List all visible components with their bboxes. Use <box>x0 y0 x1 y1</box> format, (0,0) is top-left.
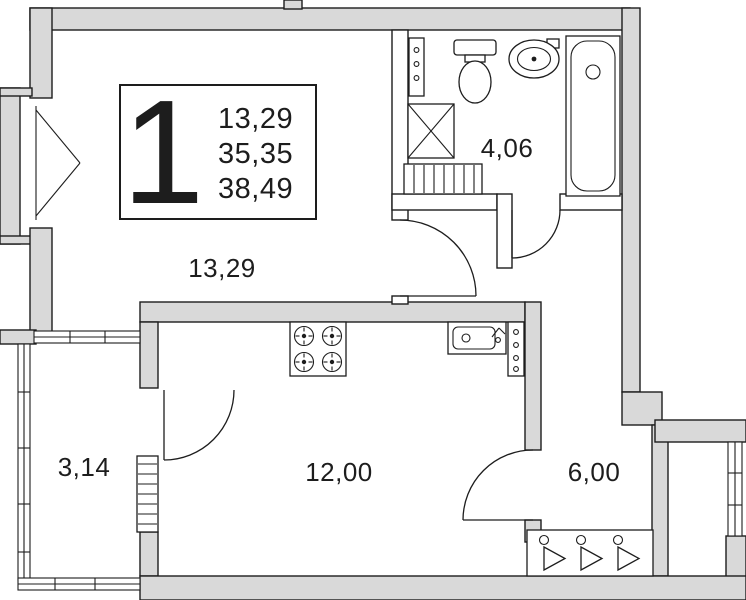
wall-bottom <box>139 575 746 600</box>
area-value-1: 13,29 <box>218 103 293 135</box>
wall-right <box>621 7 641 393</box>
wall-left-upper <box>29 7 53 99</box>
window-balcony-bottom <box>17 577 141 591</box>
upper-balcony-opening-marker <box>35 106 81 220</box>
towel-rail <box>408 37 425 97</box>
wall-upper-balcony-outer <box>0 87 21 245</box>
wall-ext-top-right <box>654 419 746 443</box>
wall-top <box>29 7 631 31</box>
burner-icon <box>293 325 315 347</box>
room-count: 1 <box>122 70 204 235</box>
washing-machine <box>407 103 455 159</box>
wall-balcony-kitchen-upper <box>139 321 159 389</box>
balcony-wall-radiator <box>136 455 159 533</box>
wardrobe <box>526 529 654 577</box>
hallway-area-label: 6,00 <box>568 457 621 487</box>
partition-bathroom-left-stub <box>391 295 409 305</box>
wall-upper-balcony-joint-top <box>0 87 33 97</box>
window-living-balcony <box>33 330 141 344</box>
living-room-area-label: 13,29 <box>188 253 256 283</box>
living-room-door <box>399 219 477 297</box>
wall-left-mid <box>29 227 53 335</box>
balcony-area-label: 3,14 <box>58 452 111 482</box>
room-labels: 13,29 4,06 12,00 6,00 3,14 <box>58 133 621 487</box>
partition-bathroom-hall-stub <box>496 193 513 269</box>
title-block-frame <box>119 84 317 220</box>
burner-icon <box>321 351 343 373</box>
kitchen-sink <box>447 321 507 355</box>
wall-kitchen-top <box>139 301 526 323</box>
balcony-door <box>163 389 235 461</box>
kitchen-area-label: 12,00 <box>305 457 373 487</box>
kitchen-door <box>462 449 534 521</box>
wall-top-bump <box>283 0 303 10</box>
wall-hall-right <box>651 424 669 577</box>
kitchen-fixtures <box>136 321 525 533</box>
wall-upper-balcony-joint-bottom <box>0 235 33 245</box>
wall-hall-kitchen-upper <box>524 301 542 451</box>
area-value-2: 35,35 <box>218 138 293 170</box>
windows <box>17 330 743 591</box>
wall-balcony-kitchen-lower <box>139 531 159 577</box>
kitchen-radiator <box>507 321 525 377</box>
stove <box>289 321 347 377</box>
partition-bathroom-bottom-left <box>391 193 498 211</box>
bathroom-area-label: 4,06 <box>481 133 534 163</box>
area-value-3: 38,49 <box>218 173 293 205</box>
wall-lower-balcony-top <box>0 329 37 345</box>
title-block: 1 13,29 35,35 38,49 <box>119 70 317 235</box>
window-balcony-left <box>17 343 31 581</box>
toilet <box>453 39 497 104</box>
bathroom-door <box>511 209 561 259</box>
doors <box>35 106 561 521</box>
bathroom-fixtures <box>403 35 621 197</box>
burner-icon <box>293 351 315 373</box>
bathroom-sink <box>508 38 560 79</box>
bathtub <box>565 35 621 197</box>
burner-icon <box>321 325 343 347</box>
bathroom-radiator <box>403 163 483 195</box>
window-exterior-right <box>727 441 743 537</box>
